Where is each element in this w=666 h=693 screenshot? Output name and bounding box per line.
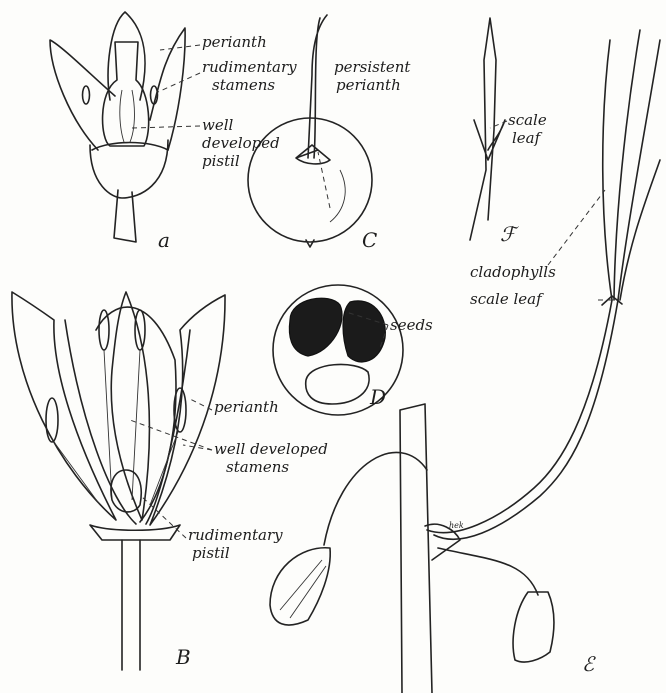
label-a-perianth: perianth <box>202 35 267 50</box>
figure-a-tepal-right <box>150 28 185 150</box>
label-c-persistent: persistent <box>334 60 410 75</box>
label-c-perianth: perianth <box>336 78 401 93</box>
leader-b-pistil <box>140 495 186 538</box>
figure-d-seed-2 <box>343 301 385 362</box>
figure-e-pedicel2 <box>434 300 618 539</box>
label-a-stamens: stamens <box>212 78 275 93</box>
figure-f-scale-leaf <box>474 120 505 160</box>
figure-e-flower-pedicel-left <box>324 452 427 545</box>
figure-e-cladophylls <box>603 30 660 300</box>
leader-a-stamens <box>158 73 200 92</box>
label-b-stamens: stamens <box>226 460 289 475</box>
label-b-well-developed: well developed <box>214 442 328 457</box>
figure-b-filaments <box>54 350 178 505</box>
figure-e-stem-main <box>400 404 432 693</box>
figure-c-apex <box>306 240 314 247</box>
leader-b-stamens-2 <box>183 445 212 450</box>
leader-f-scale <box>490 121 507 128</box>
figure-a-stamen-left <box>83 86 90 104</box>
leader-b-perianth <box>188 398 212 410</box>
figure-letter-a: a <box>158 228 170 252</box>
figure-b-stamen-1 <box>46 398 58 442</box>
figure-b-stamen-2 <box>99 310 109 350</box>
label-b-perianth: perianth <box>214 400 279 415</box>
figure-letter-c: C <box>362 228 377 252</box>
figure-e-flower-pedicel-right <box>438 548 538 595</box>
figure-letter-b: B <box>176 645 191 669</box>
figure-a-tepal-mid <box>108 12 145 100</box>
label-a-developed: developed <box>202 136 280 151</box>
figure-f-stem <box>470 18 505 240</box>
figure-b-flower <box>12 292 225 670</box>
label-b-pistil: pistil <box>192 546 230 561</box>
figure-e-pedicel <box>427 300 612 533</box>
figure-a-base-cup <box>90 140 168 198</box>
label-a-well: well <box>202 118 233 133</box>
figure-b-tepal-mid <box>111 292 149 520</box>
figure-e-flower-left-lines <box>280 560 326 618</box>
leader-e-cladophylls <box>548 190 605 265</box>
figure-e-flower-right <box>513 592 554 662</box>
label-f-scale: scale <box>508 113 547 128</box>
leader-a-pistil <box>132 126 200 128</box>
figure-a-pistil-shade <box>120 90 135 142</box>
label-e-scale-leaf: scale leaf <box>470 292 542 307</box>
figure-b-base <box>90 525 180 540</box>
figure-d-seed-1 <box>289 298 342 356</box>
label-a-pistil: pistil <box>202 154 240 169</box>
figure-b-pedicel <box>122 540 140 670</box>
figure-a-flower <box>50 12 185 242</box>
figure-letter-e: ℰ <box>582 652 594 676</box>
figure-letter-d: D <box>370 385 386 409</box>
label-d-seeds: seeds <box>390 318 433 333</box>
label-e-cladophylls: cladophylls <box>470 265 556 280</box>
figure-b-stamen-3 <box>135 310 145 350</box>
label-b-rudimentary: rudimentary <box>188 528 283 543</box>
leader-a-perianth <box>160 45 200 50</box>
figure-c-highlight <box>330 170 345 222</box>
figure-letter-f: ℱ <box>500 222 516 246</box>
artist-signature: hek <box>449 522 464 530</box>
label-f-leaf: leaf <box>512 131 540 146</box>
figure-c-persistent-perianth <box>296 145 330 164</box>
figure-e-branch <box>270 30 660 693</box>
figure-b-tepal-left <box>12 292 116 520</box>
figure-f-stem-body <box>470 18 496 240</box>
figure-d-seed-3 <box>306 364 369 404</box>
figure-c-style <box>308 15 327 158</box>
label-a-rudimentary: rudimentary <box>202 60 297 75</box>
